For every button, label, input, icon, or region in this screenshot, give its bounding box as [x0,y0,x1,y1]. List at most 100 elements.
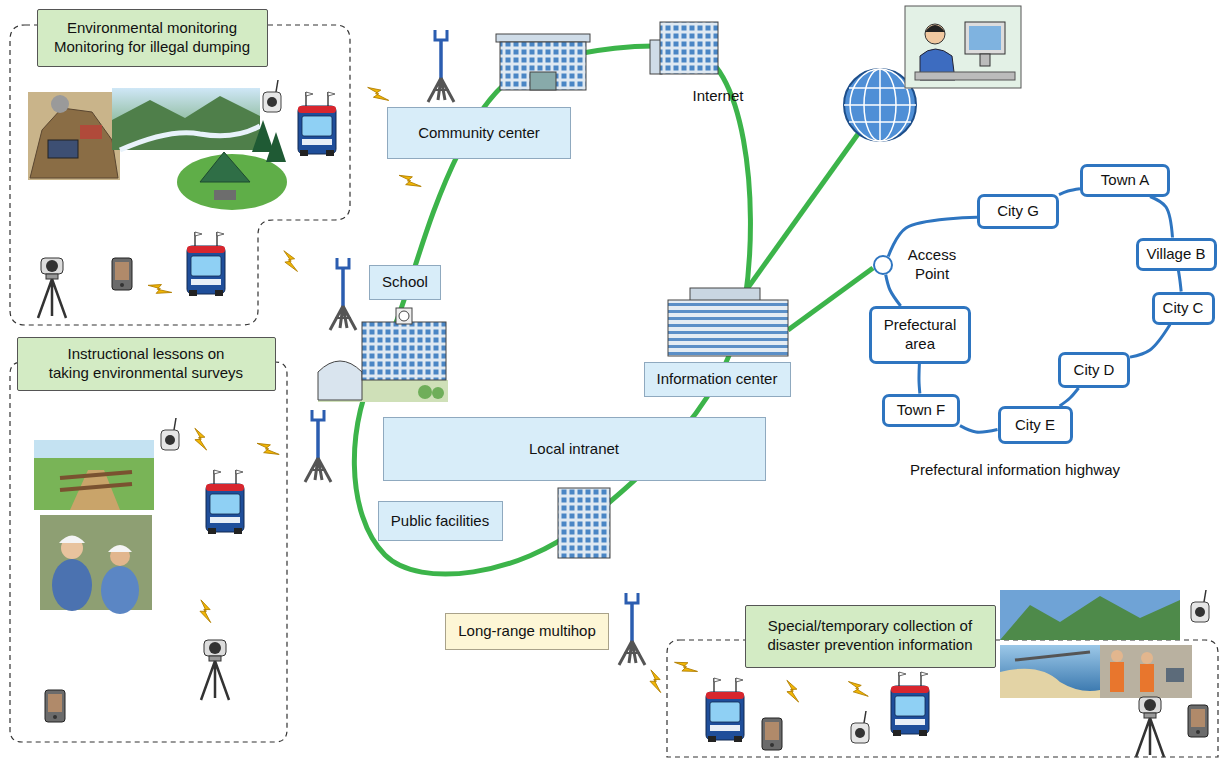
relay-vehicle [206,470,244,534]
highway-link [1150,197,1172,238]
box-label: Public facilities [391,512,489,531]
building [660,22,718,74]
landscape-photo [120,126,260,150]
relay-vehicle [187,232,225,296]
campsite-photo [177,120,287,210]
coast-photo [1000,645,1100,698]
antenna-tower [619,593,645,665]
students-photo [40,515,152,614]
camera-tripod [201,640,229,700]
box-label: Village B [1147,245,1206,264]
city-box: City C [1152,292,1215,325]
radio-link [645,670,667,693]
radio-link [399,170,421,193]
camera-tripod [1136,697,1164,757]
information-center-building [668,288,788,356]
place-box: Local intranet [383,417,766,481]
city-box: Town F [882,394,960,427]
box-label: School [382,273,428,292]
internet-link [742,134,858,296]
building [558,488,610,558]
school-building [432,387,444,399]
box-label: Town A [1101,171,1149,190]
place-box: Community center [387,107,571,159]
relay-vehicle [706,678,744,742]
box-label: City E [1015,416,1055,435]
place-box: Public facilities [378,501,503,541]
rescue-photo [1100,645,1192,698]
box-label: Information center [657,370,778,389]
mountain-photo [1000,596,1180,640]
mountain-photo [1000,590,1180,640]
group-outline [10,362,287,742]
box-label: Prefectural area [880,316,960,354]
topic-box: Special/temporary collection of disaster… [745,605,996,668]
school-building [318,308,448,402]
building [558,488,610,558]
highway-link [1130,325,1170,358]
camera-tripod [38,258,66,318]
rescue-photo [1100,645,1192,698]
bridge-photo [60,484,132,490]
school-building [362,322,446,380]
globe-icon [849,88,911,122]
radio-link [195,600,217,623]
globe-icon [844,104,916,106]
handheld-terminal [1188,705,1208,737]
dumping-photo [28,92,120,180]
city-box: Town A [1080,164,1170,197]
access-point-label: Access Point [903,246,961,284]
access-point: Access Point [873,255,893,275]
highway-link [1178,271,1181,292]
bridge-photo [34,440,154,510]
handheld-terminal [45,690,65,722]
students-photo [101,566,139,614]
mountain-photo [1000,590,1180,640]
building [530,72,556,90]
highway-link [1060,388,1079,406]
bridge-photo [60,472,132,478]
coast-photo [1015,652,1090,660]
campsite-photo [200,152,250,182]
box-label: Long-range multihop [458,622,596,641]
box-label: Instructional lessons on taking environm… [48,345,245,383]
map-label: Internet [693,87,744,106]
antenna-tower [428,30,454,102]
radio-link [675,655,698,678]
city-box: City E [998,406,1073,444]
antenna-tower [330,258,356,330]
box-label: Local intranet [529,440,619,459]
bridge-photo [34,440,154,458]
box-label: Environmental monitoring Monitoring for … [50,19,255,57]
computer-user [905,6,1021,88]
information-center-building [668,300,788,356]
topic-box: Environmental monitoring Monitoring for … [37,9,268,67]
landscape-photo [112,88,260,150]
note-box: Long-range multihop [445,613,609,650]
box-label: City D [1074,361,1115,380]
highway-link [788,268,873,330]
highway-link [917,364,921,394]
students-photo [59,536,85,544]
map-label: Prefectural information highway [910,461,1120,480]
antenna-tower [305,410,331,482]
building [650,22,718,74]
computer-user [969,26,1001,50]
city-box: City D [1058,352,1130,388]
highway-link [886,275,901,306]
landscape-photo [112,96,260,150]
radio-link [782,680,803,702]
radio-link [848,679,868,700]
computer-user [925,24,945,44]
city-box: Village B [1136,238,1217,271]
place-box: School [369,265,441,300]
school-building [399,311,409,321]
school-building [318,361,362,400]
box-label: Community center [418,124,540,143]
school-building [418,385,432,399]
rescue-photo [1141,652,1153,664]
handheld-terminal [762,718,782,750]
dumping-photo [30,108,118,178]
radio-link [257,438,279,461]
